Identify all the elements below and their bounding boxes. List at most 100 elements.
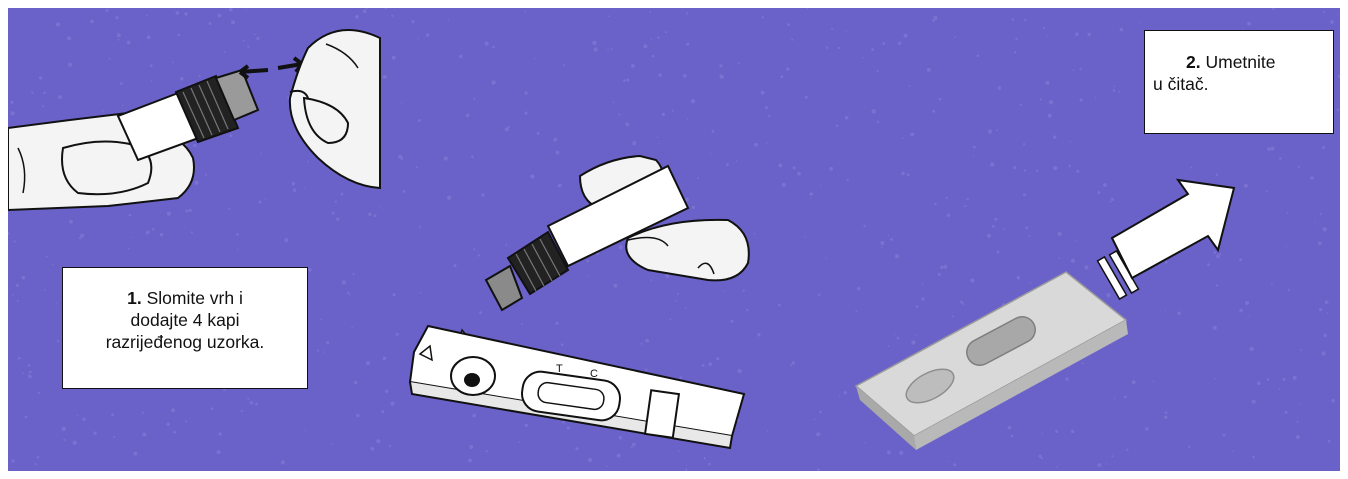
speckle	[1097, 191, 1100, 194]
speckle	[1300, 349, 1302, 351]
speckle	[1069, 141, 1071, 143]
speckle	[651, 38, 653, 40]
speckle	[973, 156, 974, 157]
speckle	[1023, 143, 1025, 145]
speckle	[236, 233, 239, 236]
speckle	[109, 58, 111, 60]
speckle	[1214, 251, 1217, 254]
speckle	[611, 48, 613, 50]
speckle	[1053, 166, 1057, 170]
speckle	[1028, 235, 1030, 237]
speckle	[839, 395, 840, 396]
speckle	[349, 294, 351, 296]
speckle	[1040, 98, 1042, 100]
speckle	[383, 75, 387, 79]
speckle	[492, 46, 495, 49]
speckle	[645, 339, 649, 343]
speckle	[691, 99, 695, 103]
speckle	[1008, 426, 1012, 430]
speckle	[180, 77, 184, 81]
speckle	[952, 316, 954, 318]
speckle	[862, 57, 864, 59]
speckle	[1266, 191, 1268, 193]
speckle	[650, 279, 652, 281]
speckle	[677, 293, 679, 295]
speckle	[1025, 226, 1028, 229]
speckle	[508, 126, 510, 128]
speckle	[916, 305, 919, 308]
speckle	[58, 95, 62, 99]
speckle	[1126, 449, 1128, 451]
speckle	[18, 357, 21, 360]
speckle	[46, 256, 48, 258]
step2-text-line2: u čitač.	[1145, 73, 1333, 95]
speckle	[55, 303, 57, 305]
speckle	[1190, 167, 1192, 169]
speckle	[1247, 22, 1251, 26]
speckle	[836, 125, 839, 128]
speckle	[1087, 33, 1091, 37]
illustration-canvas: T C	[8, 8, 1340, 471]
speckle	[939, 98, 942, 101]
speckle	[366, 361, 370, 365]
speckle	[623, 79, 626, 82]
speckle	[988, 129, 992, 133]
speckle	[1288, 289, 1290, 291]
speckle	[160, 212, 161, 213]
speckle	[383, 357, 387, 361]
label-area	[645, 390, 679, 437]
speckle	[934, 203, 936, 205]
speckle	[692, 206, 695, 209]
speckle	[953, 463, 956, 466]
speckle	[468, 459, 472, 463]
speckle	[1314, 221, 1315, 222]
speckle	[12, 294, 14, 296]
speckle	[127, 41, 131, 45]
speckle	[697, 177, 699, 179]
speckle	[478, 254, 480, 256]
speckle	[911, 340, 915, 344]
speckle	[1337, 109, 1340, 112]
speckle	[587, 276, 589, 278]
speckle	[872, 109, 876, 113]
speckle	[254, 34, 256, 36]
speckle	[797, 172, 801, 176]
speckle	[1114, 85, 1115, 86]
speckle	[1239, 309, 1243, 313]
speckle	[519, 441, 521, 443]
speckle	[331, 443, 333, 445]
speckle	[662, 113, 665, 116]
speckle	[619, 436, 622, 439]
speckle	[1068, 165, 1070, 167]
speckle	[1071, 430, 1074, 433]
speckle	[28, 364, 31, 367]
speckle	[685, 308, 687, 310]
speckle	[1103, 183, 1107, 187]
speckle	[902, 137, 904, 139]
speckle	[31, 92, 33, 94]
speckle	[888, 345, 890, 347]
speckle	[1216, 174, 1218, 176]
speckle	[607, 49, 608, 50]
speckle	[558, 184, 562, 188]
speckle	[809, 192, 813, 196]
speckle	[890, 238, 893, 241]
speckle	[782, 183, 786, 187]
speckle	[1188, 446, 1190, 448]
speckle	[587, 260, 590, 263]
speckle	[1164, 416, 1167, 419]
speckle	[1132, 380, 1136, 384]
speckle	[997, 251, 1000, 254]
speckle	[814, 419, 816, 421]
speckle	[998, 86, 1001, 89]
speckle	[932, 110, 935, 113]
speckle	[106, 9, 109, 12]
speckle	[1296, 435, 1300, 439]
speckle	[1079, 68, 1081, 70]
speckle	[1298, 166, 1300, 168]
speckle	[1207, 263, 1210, 266]
speckle	[847, 179, 849, 181]
speckle	[877, 70, 879, 72]
speckle	[672, 110, 674, 112]
speckle	[396, 333, 399, 336]
